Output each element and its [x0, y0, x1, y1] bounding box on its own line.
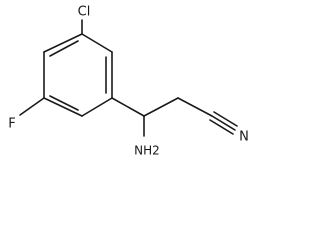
ring-bond-c3-c4 — [81, 97, 113, 117]
bond-ring-to-fluorine — [19, 97, 45, 116]
ring-bond-c6-c1 — [43, 33, 83, 53]
nitrile-nitrogen-label: N — [239, 130, 249, 145]
bond-ring-to-chiral-carbon — [111, 97, 145, 117]
ring-bond-c4-c5 — [43, 97, 83, 117]
ring-bond-c1-c2 — [81, 33, 113, 53]
chlorine-label: Cl — [78, 5, 91, 20]
bond-chiral-carbon-to-ch2 — [143, 97, 179, 117]
nitrile-bond-line-1 — [211, 115, 236, 131]
nitrile-bond-line-3 — [209, 119, 234, 135]
amine-label: NH2 — [134, 144, 160, 158]
benzene-ring — [43, 33, 113, 117]
ring-double-bond-inner-2 — [49, 95, 79, 111]
nitrile-bond-line-2 — [213, 111, 238, 127]
nitrile-triple-bond — [209, 111, 238, 135]
bond-ch2-to-nitrile-carbon — [177, 97, 213, 117]
fluorine-label: F — [8, 117, 15, 132]
molecule-structure: Cl F NH2 N — [8, 5, 249, 158]
ring-double-bond-inner-3 — [49, 40, 79, 57]
